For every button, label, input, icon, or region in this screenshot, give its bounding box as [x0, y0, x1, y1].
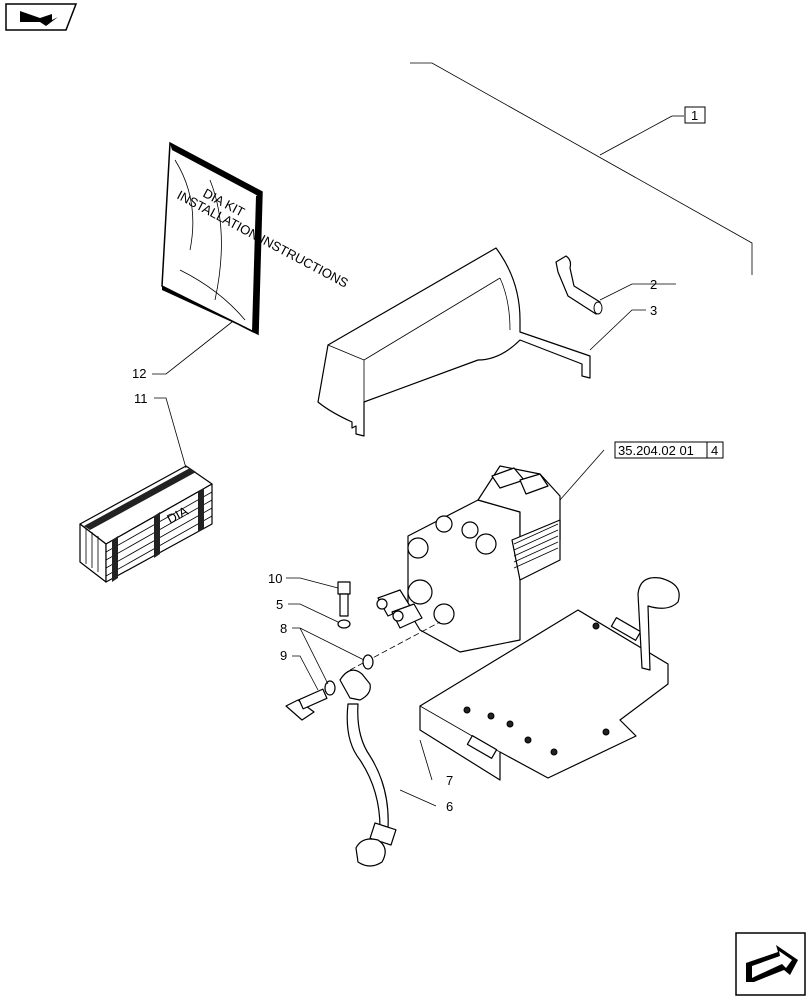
callout-11[interactable]: 11 — [134, 391, 148, 406]
callout-7[interactable]: 7 — [446, 773, 453, 788]
installation-manual: DIA KIT INSTALLATION INSTRUCTIONS — [161, 141, 351, 336]
hose-assembly — [285, 621, 441, 867]
callout-6[interactable]: 6 — [446, 799, 453, 814]
cover-shield — [317, 247, 591, 437]
shipping-crate: DIA — [79, 465, 213, 583]
kit-bracket — [410, 62, 753, 275]
mounting-plate — [419, 576, 680, 781]
callout-10[interactable]: 10 — [268, 571, 282, 586]
callout-5[interactable]: 5 — [276, 597, 283, 612]
callout-1[interactable]: 1 — [691, 108, 698, 123]
leader-lines — [152, 283, 676, 807]
callout-4[interactable]: 4 — [711, 443, 718, 458]
next-page-arrow-icon[interactable] — [735, 932, 806, 996]
bolt-10 — [337, 581, 351, 617]
callout-9[interactable]: 9 — [280, 648, 287, 663]
washer-5 — [337, 619, 351, 629]
open-book-arrow-icon[interactable] — [5, 3, 78, 31]
control-valve — [376, 465, 561, 653]
callout-12[interactable]: 12 — [132, 366, 146, 381]
callout-ref-35-204-02-01[interactable]: 35.204.02 01 — [618, 443, 694, 458]
lynch-pin — [555, 255, 603, 315]
callout-3[interactable]: 3 — [650, 303, 657, 318]
callout-2[interactable]: 2 — [650, 277, 657, 292]
callout-8[interactable]: 8 — [280, 621, 287, 636]
